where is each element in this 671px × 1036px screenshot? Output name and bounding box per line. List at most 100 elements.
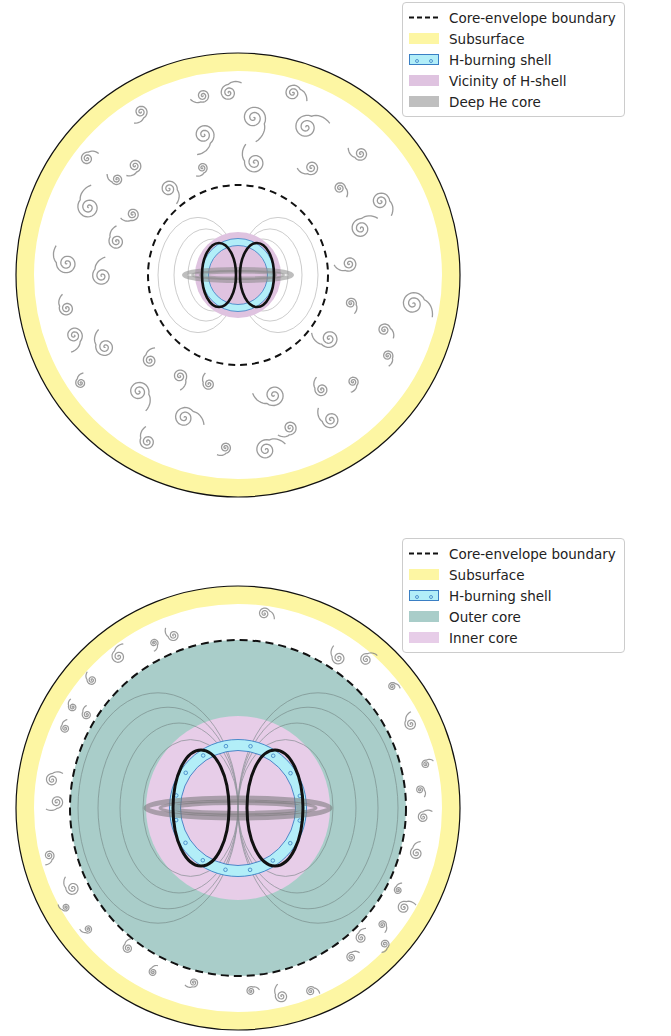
convective-eddy <box>54 246 76 273</box>
convective-eddy <box>217 443 230 455</box>
dashed-line-sample <box>409 12 439 23</box>
legend-row: H-burning shell <box>409 585 616 606</box>
convective-eddy <box>151 639 158 651</box>
legend-swatch <box>409 54 439 65</box>
legend-swatch <box>409 632 439 643</box>
convective-eddy <box>278 422 296 437</box>
legend-row: Core-envelope boundary <box>409 7 616 28</box>
convective-eddy <box>86 672 96 685</box>
convective-eddy <box>107 174 122 185</box>
shell-dot <box>248 868 252 872</box>
convective-eddy <box>196 126 214 155</box>
convective-eddy <box>47 772 64 785</box>
convective-eddy <box>121 209 139 221</box>
convective-eddy <box>349 377 358 392</box>
convective-eddy <box>247 987 260 995</box>
convective-eddy <box>82 151 99 163</box>
convective-eddy <box>242 144 263 172</box>
shell-dot <box>271 754 275 758</box>
convective-eddy <box>93 257 109 284</box>
convective-eddy <box>221 82 241 100</box>
legend-swatch <box>409 75 439 86</box>
convective-eddy <box>95 330 113 356</box>
convective-eddy <box>78 185 97 217</box>
legend-label: H-burning shell <box>449 52 552 68</box>
convective-eddy <box>162 181 179 204</box>
legend-label: Core-envelope boundary <box>449 546 616 562</box>
legend-row: Deep He core <box>409 91 616 112</box>
convective-eddy <box>361 653 378 664</box>
convective-eddy <box>175 370 187 390</box>
convective-eddy <box>405 712 416 730</box>
convective-eddy <box>244 107 265 142</box>
convective-eddy <box>68 699 76 711</box>
convective-eddy <box>379 324 394 338</box>
convective-eddy <box>176 408 204 426</box>
legend-swatch <box>409 611 439 622</box>
convective-eddy <box>347 298 357 313</box>
convective-eddy <box>68 328 83 352</box>
convective-eddy <box>253 387 284 405</box>
convective-eddy <box>334 258 356 271</box>
convective-eddy <box>149 966 158 976</box>
shell-dot <box>224 868 228 872</box>
convective-eddy <box>165 628 178 641</box>
convective-eddy <box>312 332 337 348</box>
convective-eddy <box>257 439 286 458</box>
legend-swatch <box>409 569 439 580</box>
convective-eddy <box>275 984 287 1002</box>
convective-eddy <box>356 928 366 942</box>
field-line <box>98 707 238 909</box>
convective-eddy <box>318 408 338 428</box>
convective-eddy <box>384 351 393 366</box>
shell-dot <box>271 859 275 863</box>
convective-eddy <box>394 883 402 893</box>
convective-eddy <box>411 842 422 859</box>
shell-dot <box>184 841 188 845</box>
convective-eddy <box>260 608 275 619</box>
convective-eddy <box>286 85 307 101</box>
convective-eddy <box>45 851 54 865</box>
convective-eddy <box>140 427 153 449</box>
convective-eddy <box>80 926 92 933</box>
convective-eddy <box>64 877 78 895</box>
legend-row: Vicinity of H-shell <box>409 70 616 91</box>
red-giant-early <box>16 53 460 497</box>
convective-eddy <box>389 683 400 690</box>
convective-eddy <box>422 759 433 767</box>
legend-box: Core-envelope boundarySubsurfaceH-burnin… <box>402 2 625 117</box>
legend-row: Outer core <box>409 606 616 627</box>
convective-eddy <box>109 226 122 248</box>
convective-eddy <box>185 979 198 987</box>
legend-label: Outer core <box>449 609 521 625</box>
shell-dot <box>249 744 253 748</box>
convective-eddy <box>314 377 327 395</box>
shell-dot <box>201 858 205 862</box>
legend-swatch <box>409 590 439 601</box>
legend-row: Inner core <box>409 627 616 648</box>
convective-eddy <box>403 293 432 318</box>
convective-eddy <box>76 373 85 387</box>
shell-dot <box>289 771 293 775</box>
convective-eddy <box>348 148 366 160</box>
convective-eddy <box>347 951 360 961</box>
legend-box: Core-envelope boundarySubsurfaceH-burnin… <box>402 538 625 653</box>
legend-label: Inner core <box>449 630 517 646</box>
convective-eddy <box>61 720 69 733</box>
legend-swatch <box>409 96 439 107</box>
convective-eddy <box>131 383 151 411</box>
convective-eddy <box>203 373 214 389</box>
convective-eddy <box>190 91 208 103</box>
field-line <box>238 707 378 909</box>
convective-eddy <box>379 921 387 933</box>
convective-eddy <box>59 294 73 315</box>
legend-label: Core-envelope boundary <box>449 10 616 26</box>
convective-eddy <box>134 106 147 123</box>
legend-row: Subsurface <box>409 564 616 585</box>
shell-dot <box>184 771 188 775</box>
red-giant-late <box>16 586 460 1030</box>
convective-eddy <box>335 183 348 197</box>
shell-dot <box>224 744 228 748</box>
legend-label: Vicinity of H-shell <box>449 73 566 89</box>
